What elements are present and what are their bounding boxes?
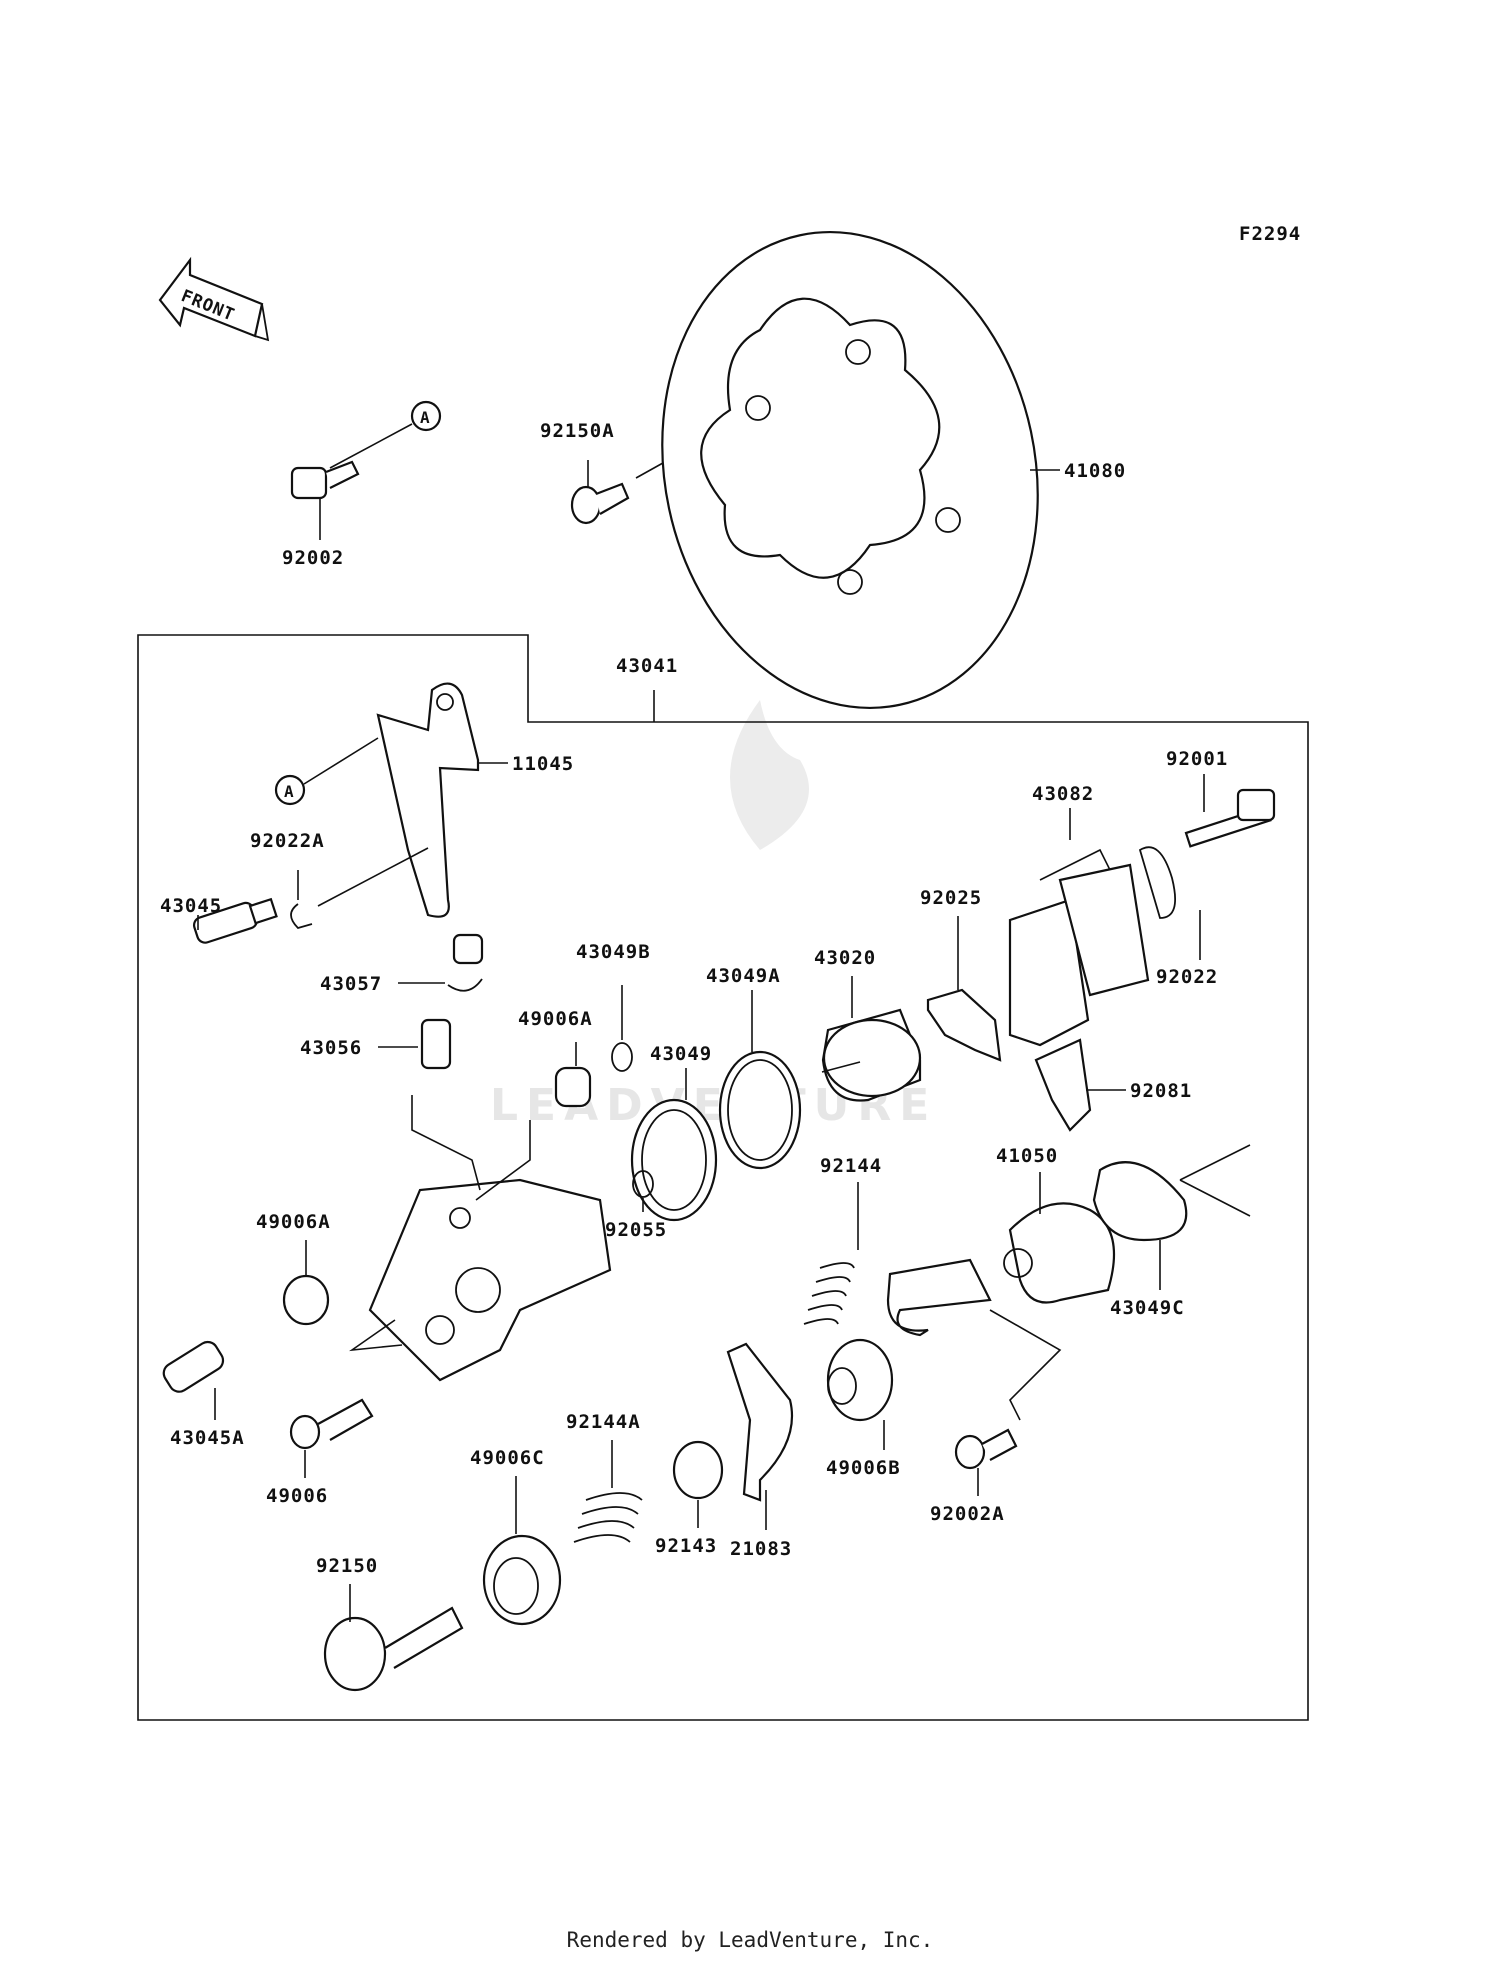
svg-text:A: A <box>420 408 431 427</box>
part-label: 92144A <box>566 1411 641 1433</box>
part-label: 92002 <box>282 547 344 569</box>
part-43045A-pin <box>162 1340 225 1393</box>
part-92022-clip <box>1138 846 1176 919</box>
part-label: 92002A <box>930 1503 1005 1525</box>
front-arrow-icon: FRONT <box>158 256 270 342</box>
part-92144-spring <box>803 1262 855 1325</box>
part-label: 92150 <box>316 1555 378 1577</box>
part-41080-brake-disc <box>661 231 1039 709</box>
part-92001-bolt <box>1184 788 1276 848</box>
part-label: 43049B <box>576 941 651 963</box>
part-92144A-spring <box>573 1492 643 1543</box>
part-49006A-boot <box>282 1274 330 1326</box>
part-label: 41050 <box>996 1145 1058 1167</box>
part-label: 43045A <box>170 1427 245 1449</box>
part-92081-spring <box>1034 1038 1092 1132</box>
part-92022A-clip <box>290 903 313 930</box>
part-92150-bolt <box>323 1606 464 1692</box>
part-label: 43041 <box>616 655 678 677</box>
part-label: 43057 <box>320 973 382 995</box>
part-49006A-boot <box>554 1066 592 1108</box>
part-41050-lever-assembly <box>886 1202 1116 1337</box>
part-label: 43045 <box>160 895 222 917</box>
part-43049C-gasket <box>1092 1161 1188 1242</box>
part-label: 92144 <box>820 1155 882 1177</box>
part-49006B-roller <box>826 1338 894 1422</box>
part-label: 49006C <box>470 1447 545 1469</box>
part-label: 21083 <box>730 1538 792 1560</box>
part-92002-bolt <box>290 460 360 500</box>
assembly-box <box>137 634 1309 1721</box>
part-label: 49006 <box>266 1485 328 1507</box>
part-49006C-cover <box>482 1534 562 1626</box>
part-43057-cap <box>447 933 484 992</box>
part-label: 92022 <box>1156 966 1218 988</box>
part-92025-plate <box>926 988 1002 1062</box>
part-49006-bolt <box>289 1398 374 1450</box>
part-21083-arm <box>726 1342 794 1502</box>
part-label: 43082 <box>1032 783 1094 805</box>
part-label: 92081 <box>1130 1080 1192 1102</box>
reference-marker-a: A <box>410 400 442 432</box>
reference-marker-a: A <box>274 774 306 806</box>
part-label: 92025 <box>920 887 982 909</box>
part-label: 49006A <box>256 1211 331 1233</box>
part-label: 11045 <box>512 753 574 775</box>
part-label: 92150A <box>540 420 615 442</box>
part-92143-cap <box>672 1440 724 1500</box>
part-label: 92055 <box>605 1219 667 1241</box>
part-92150A-bolt <box>570 482 630 525</box>
part-label: 92022A <box>250 830 325 852</box>
part-label: 49006B <box>826 1457 901 1479</box>
part-label: 43056 <box>300 1037 362 1059</box>
part-43056-bleeder <box>420 1018 452 1070</box>
part-43049B-seal <box>611 1042 633 1072</box>
part-label: 49006A <box>518 1008 593 1030</box>
part-label: 92143 <box>655 1535 717 1557</box>
svg-text:A: A <box>284 782 295 801</box>
part-92055-oring <box>632 1170 654 1198</box>
part-43049-seal <box>630 1098 718 1222</box>
part-43082-brake-pads <box>1008 863 1150 1047</box>
footer-credit: Rendered by LeadVenture, Inc. <box>566 1928 934 1952</box>
part-label: 41080 <box>1064 460 1126 482</box>
part-label: 92001 <box>1166 748 1228 770</box>
part-92002A-bolt <box>954 1428 1018 1470</box>
part-43020-piston <box>821 1008 922 1102</box>
part-label: 43049 <box>650 1043 712 1065</box>
part-caliper-body <box>368 1178 612 1382</box>
part-label: 43049C <box>1110 1297 1185 1319</box>
part-43049A-seal <box>718 1050 802 1170</box>
figure-code: F2294 <box>1239 223 1301 245</box>
part-label: 43049A <box>706 965 781 987</box>
part-11045-bracket <box>376 682 480 918</box>
part-43045-pin <box>192 897 278 944</box>
part-label: 43020 <box>814 947 876 969</box>
